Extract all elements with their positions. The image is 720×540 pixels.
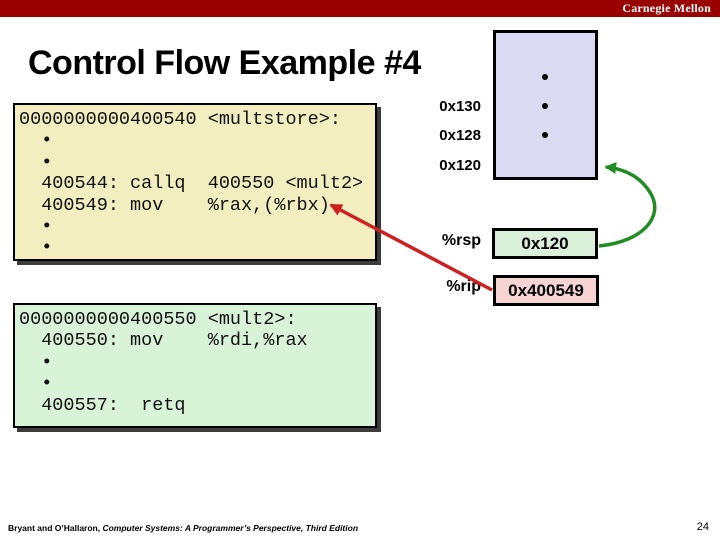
- footer-attribution: Bryant and O’Hallaron, Computer Systems:…: [8, 523, 358, 533]
- stack-dot: [542, 132, 548, 138]
- rip-register-label: %rip: [446, 278, 481, 295]
- code-box-mult2: 0000000000400550 <mult2>: 400550: mov %r…: [13, 303, 377, 428]
- brand-bar: Carnegie Mellon: [0, 0, 720, 17]
- stack-dot: [542, 74, 548, 80]
- brand-text: Carnegie Mellon: [622, 1, 711, 15]
- stack-diagram: [493, 30, 598, 180]
- stack-address-0x128: 0x128: [439, 127, 481, 144]
- page-title: Control Flow Example #4: [28, 44, 421, 82]
- stack-dot: [542, 103, 548, 109]
- footer-authors: Bryant and O’Hallaron,: [8, 523, 103, 533]
- rsp-arrow: [598, 162, 657, 248]
- stack-address-0x120: 0x120: [439, 157, 481, 174]
- code-box-multstore: 0000000000400540 <multstore>: • • 400544…: [13, 103, 377, 261]
- stack-address-0x130: 0x130: [439, 98, 481, 115]
- rip-register-value: 0x400549: [493, 275, 599, 306]
- rsp-register-label: %rsp: [441, 232, 481, 249]
- page-number: 24: [696, 521, 709, 533]
- footer-book-title: Computer Systems: A Programmer’s Perspec…: [102, 523, 359, 533]
- rsp-register-value: 0x120: [492, 228, 598, 259]
